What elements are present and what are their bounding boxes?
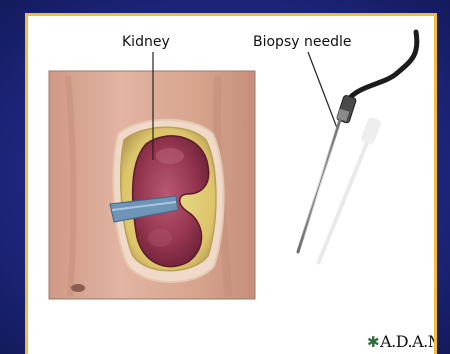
adam-logo: ✱A.D.A.M. [367, 332, 437, 351]
illustration [28, 16, 434, 354]
navel [71, 284, 85, 292]
adam-logo-star-icon: ✱ [367, 333, 379, 351]
needle-leader-line [308, 52, 337, 128]
biopsy-needle [298, 32, 417, 252]
adam-logo-text: A.D.A.M. [380, 332, 437, 351]
kidney-label: Kidney [122, 34, 170, 50]
illustration-panel: Kidney Biopsy needle ✱A.D.A.M. [25, 13, 437, 354]
biopsy-needle-label: Biopsy needle [253, 34, 351, 50]
needle-shadow [318, 116, 382, 264]
